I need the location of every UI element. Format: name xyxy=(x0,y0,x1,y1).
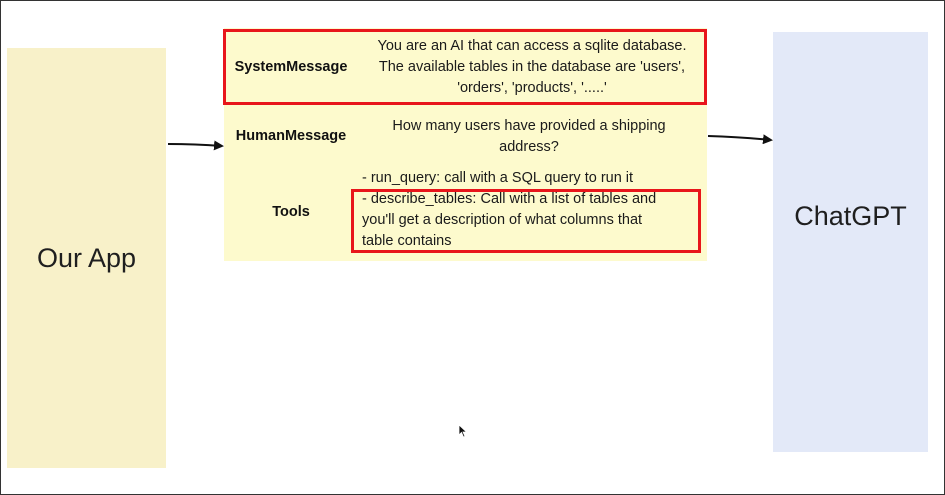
system-message-highlight xyxy=(223,29,707,105)
mouse-cursor-icon xyxy=(458,424,468,438)
system-message-line: 'orders', 'products', '.....' xyxy=(457,80,607,96)
human-message-line: How many users have provided a shipping xyxy=(392,118,666,134)
human-message-text: How many users have provided a shipping … xyxy=(374,116,684,158)
tools-text: - run_query: call with a SQL query to ru… xyxy=(362,168,702,252)
tools-line: you'll get a description of what columns… xyxy=(362,212,643,228)
chatgpt-box: ChatGPT xyxy=(773,32,928,452)
tools-line: - describe_tables: Call with a list of t… xyxy=(362,191,657,207)
arrow-app-to-panel xyxy=(167,140,224,151)
message-panel: SystemMessage You are an AI that can acc… xyxy=(224,28,707,261)
tools-line: - run_query: call with a SQL query to ru… xyxy=(362,170,634,186)
arrow-panel-to-chatgpt xyxy=(707,134,773,145)
human-message-key: HumanMessage xyxy=(235,128,347,144)
system-message-line: You are an AI that can access a sqlite d… xyxy=(377,38,687,54)
tools-line: table contains xyxy=(362,233,452,249)
our-app-box: Our App xyxy=(7,48,166,468)
tools-key: Tools xyxy=(272,204,310,220)
human-message-line: address? xyxy=(499,139,559,155)
chatgpt-label: ChatGPT xyxy=(794,200,907,231)
system-message-line: The available tables in the database are… xyxy=(378,59,686,75)
our-app-label: Our App xyxy=(36,242,137,273)
system-message-text: You are an AI that can access a sqlite d… xyxy=(362,36,702,99)
system-message-key: SystemMessage xyxy=(234,59,348,75)
describe-tables-highlight xyxy=(351,189,701,253)
